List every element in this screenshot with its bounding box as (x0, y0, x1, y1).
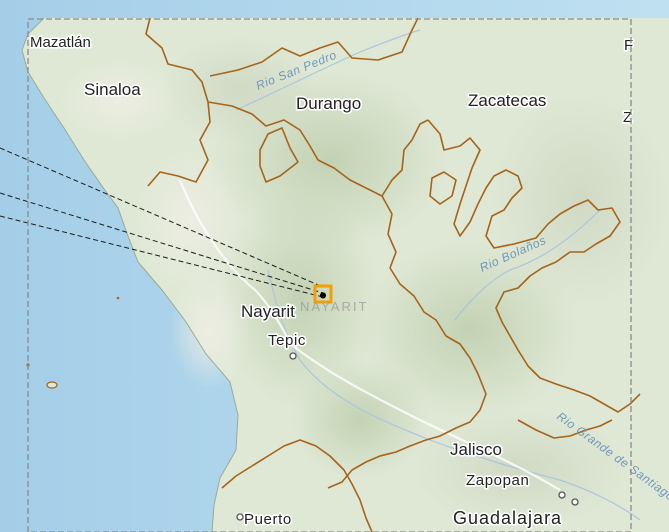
state-borders (145, 17, 641, 532)
puerto-city-dot (236, 513, 244, 521)
nayarit-durango-border (207, 101, 429, 197)
nayarit-faded-label: NAYARIT (300, 299, 368, 314)
right-edge-label-top: F (624, 37, 633, 54)
zapopan-label: Zapopan (466, 472, 529, 489)
map-extent-frame (27, 18, 632, 532)
tepic-label: Tepic (268, 332, 306, 349)
island (116, 296, 120, 300)
jalisco-south-border (221, 439, 373, 532)
terrain-shading (60, 35, 669, 530)
tepic-city-dot (289, 352, 297, 360)
nayarit-label: Nayarit (241, 302, 295, 321)
leader-line (0, 147, 324, 288)
highlight-dot-icon: ● (320, 291, 327, 300)
zapopan-city-dot (558, 491, 566, 499)
highlight-marker[interactable]: ● (313, 284, 333, 304)
leader-line (0, 192, 324, 294)
jalisco-east-border (517, 419, 613, 439)
jalisco-label: Jalisco (450, 440, 502, 459)
sinaloa-label: Sinaloa (84, 80, 141, 99)
guadalajara-city-dot (571, 498, 579, 506)
durango-inner-border (259, 127, 299, 183)
guadalajara-label: Guadalajara (453, 508, 562, 528)
zacatecas-label: Zacatecas (468, 91, 546, 110)
mazatlan-label: Mazatlán (30, 34, 91, 51)
zacatecas-jalisco-border (427, 119, 641, 413)
highlight-box[interactable] (313, 284, 333, 304)
puerto-label: Puerto (244, 511, 292, 528)
durango-label: Durango (296, 94, 361, 113)
island (46, 381, 58, 389)
roads (178, 179, 561, 491)
durango-zacatecas-border (209, 17, 419, 77)
nayarit-jalisco-border (327, 195, 487, 489)
leader-lines (0, 147, 324, 298)
zacatecas-inner-border (429, 171, 457, 205)
sinaloa-durango-border (145, 17, 211, 187)
